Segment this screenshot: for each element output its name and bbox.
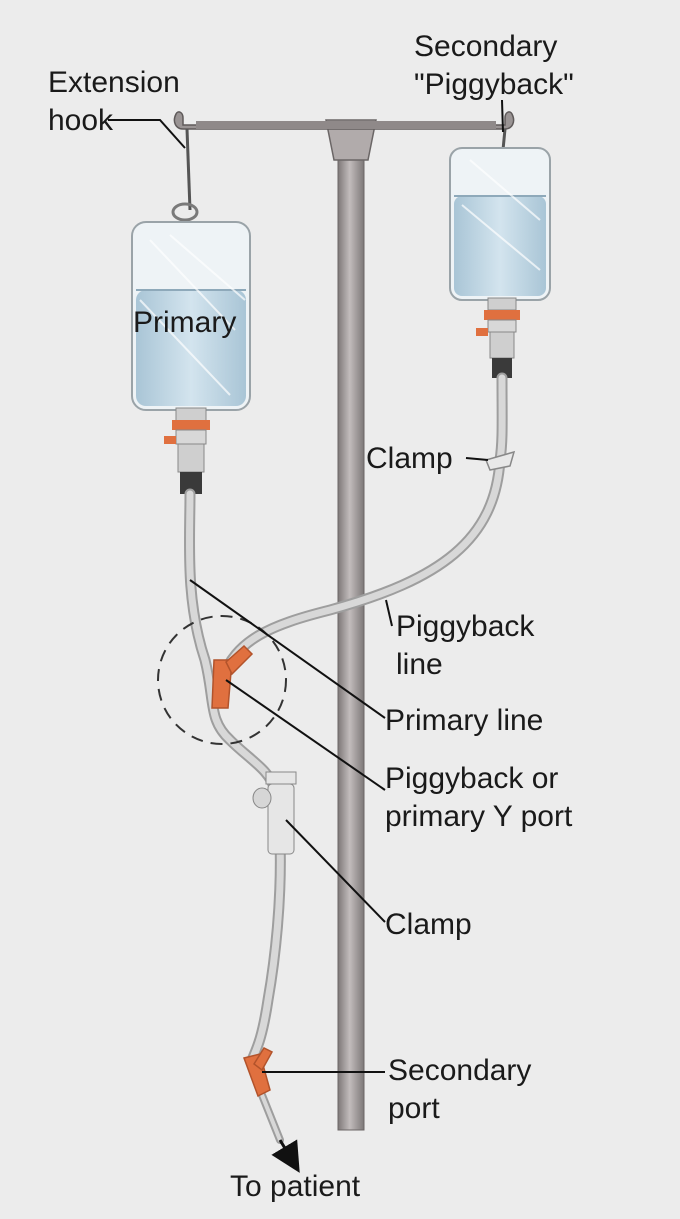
label-clamp-upper-text: Clamp [366, 442, 453, 475]
label-secondary-port-line2: port [388, 1092, 440, 1125]
label-primary-bag-text: Primary [133, 306, 237, 339]
label-piggyback-line2: line [396, 648, 443, 681]
label-clamp-lower: Clamp [385, 906, 472, 944]
label-secondary-line1: Secondary [414, 30, 558, 63]
label-y-port-line1: Piggyback or [385, 762, 559, 795]
label-extension-hook-line1: Extension [48, 66, 180, 99]
secondary-bag [449, 128, 551, 378]
label-extension-hook: Extension hook [48, 64, 180, 140]
label-primary-line-text: Primary line [385, 704, 544, 737]
label-clamp-upper: Clamp [366, 440, 453, 478]
label-to-patient: To patient [230, 1168, 360, 1206]
label-clamp-lower-text: Clamp [385, 908, 472, 941]
label-to-patient-text: To patient [230, 1170, 361, 1203]
label-y-port-line2: primary Y port [385, 800, 573, 833]
iv-pole [173, 111, 515, 1131]
label-secondary-line2: "Piggyback" [414, 68, 574, 101]
secondary-port [243, 1047, 274, 1098]
label-secondary-port-line1: Secondary [388, 1054, 532, 1087]
label-extension-hook-line2: hook [48, 104, 114, 137]
y-port [211, 644, 254, 709]
primary-bag [131, 221, 251, 494]
label-piggyback-line: Piggyback line [396, 608, 534, 684]
leader-lines [108, 99, 504, 1073]
label-secondary-piggyback: Secondary "Piggyback" [414, 28, 574, 104]
label-primary-line: Primary line [385, 702, 543, 740]
label-secondary-port: Secondary port [388, 1052, 531, 1128]
y-port-highlight [157, 615, 287, 745]
label-primary-bag: Primary [133, 304, 236, 342]
label-y-port: Piggyback or primary Y port [385, 760, 572, 836]
label-piggyback-line1: Piggyback [396, 610, 535, 643]
tubing [183, 372, 508, 1173]
upper-clamp [484, 450, 516, 471]
extension-hook [171, 128, 199, 222]
roller-clamp [252, 771, 297, 855]
